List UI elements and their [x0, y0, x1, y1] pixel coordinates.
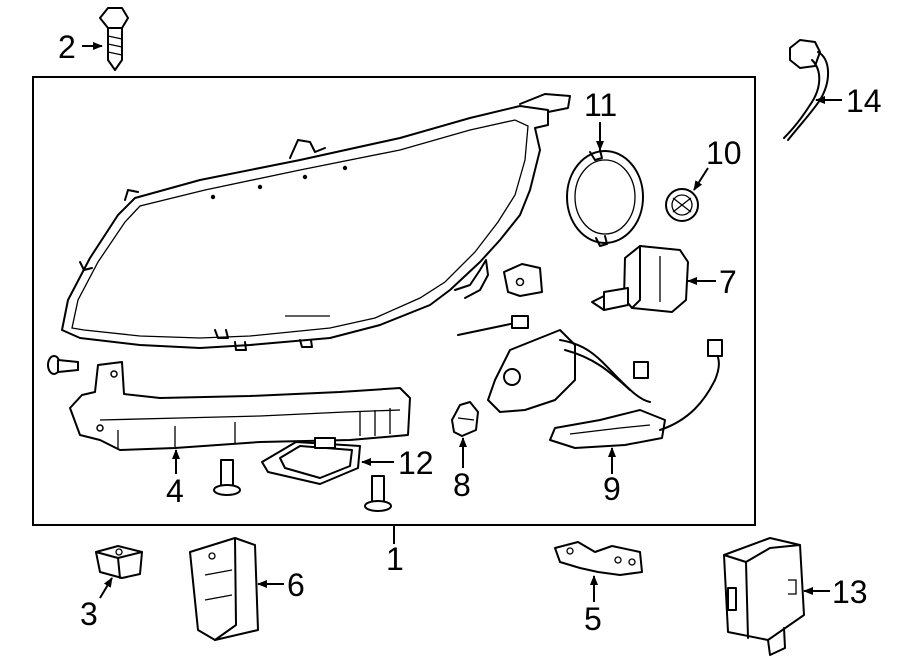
assembly-frame — [32, 76, 756, 526]
callout-2: 2 — [58, 29, 76, 65]
bulb-part-8[interactable] — [451, 401, 479, 437]
callout-13: 13 — [832, 574, 868, 610]
small-clip[interactable] — [503, 263, 543, 297]
bulb-socket-part-10[interactable] — [665, 188, 699, 222]
leader-lines — [82, 42, 842, 602]
callout-3: 3 — [80, 596, 98, 632]
screw-bottom-left[interactable] — [213, 459, 241, 496]
control-module-part-13[interactable] — [723, 537, 805, 656]
control-module-part-6[interactable] — [189, 537, 259, 641]
callout-8: 8 — [453, 467, 471, 503]
bolt-part-2[interactable] — [99, 7, 129, 71]
screw-left[interactable] — [47, 355, 79, 375]
bulb-part-7[interactable] — [591, 245, 689, 313]
wire-harness-part-14[interactable] — [783, 39, 829, 141]
cover-part-11[interactable] — [566, 149, 644, 247]
callout-7: 7 — [719, 264, 737, 300]
callout-4: 4 — [166, 473, 184, 509]
bracket-part-4[interactable] — [69, 361, 411, 451]
callout-11: 11 — [584, 87, 617, 123]
callout-1: 1 — [386, 541, 404, 577]
callout-10: 10 — [706, 135, 742, 171]
callout-labels: 1 2 3 4 5 6 7 8 9 10 11 12 13 14 — [58, 29, 882, 637]
callout-5: 5 — [584, 601, 602, 637]
clip-part-3[interactable] — [95, 545, 143, 579]
callout-9: 9 — [603, 471, 621, 507]
callout-12: 12 — [398, 445, 434, 481]
callout-6: 6 — [287, 567, 305, 603]
callout-14: 14 — [846, 83, 882, 119]
headlamp-lens-housing[interactable] — [61, 93, 571, 351]
bracket-part-5[interactable] — [554, 541, 643, 576]
ballast-part-12[interactable] — [261, 437, 361, 485]
screw-bottom-center[interactable] — [364, 475, 392, 512]
wire-harness-part-9[interactable] — [457, 315, 723, 449]
